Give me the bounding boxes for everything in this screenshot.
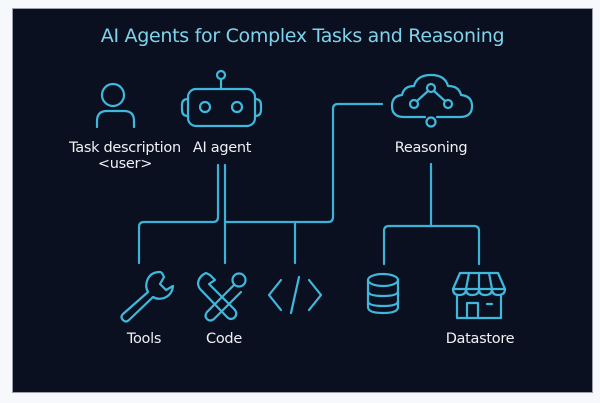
edge-agent-reasoning: [223, 102, 384, 224]
user-icon: [95, 82, 136, 129]
edge-agent-tools: [137, 163, 220, 265]
diagram-panel: [12, 8, 593, 393]
wrench-screwdriver-icon: [196, 271, 247, 322]
edge-reasoning-database: [382, 224, 433, 266]
connectors: [137, 102, 481, 266]
robot-icon: [180, 69, 263, 128]
tools-label: Tools: [126, 331, 162, 347]
reasoning-label: Reasoning: [394, 140, 468, 156]
diagram-title: AI Agents for Complex Tasks and Reasonin…: [100, 25, 505, 47]
agent-label: AI agent: [192, 140, 252, 156]
task-label-line1: Task description: [69, 140, 181, 156]
code-label: Code: [206, 331, 242, 347]
wrench-icon: [120, 270, 175, 323]
task-label-line2: <user>: [97, 156, 153, 172]
storefront-icon: [451, 271, 507, 320]
cloud-network-icon: [390, 73, 474, 128]
edge-reasoning-datastore: [429, 224, 481, 266]
datastore-label: Datastore: [445, 331, 515, 347]
database-icon: [366, 272, 400, 315]
code-brackets-icon: [267, 275, 323, 315]
